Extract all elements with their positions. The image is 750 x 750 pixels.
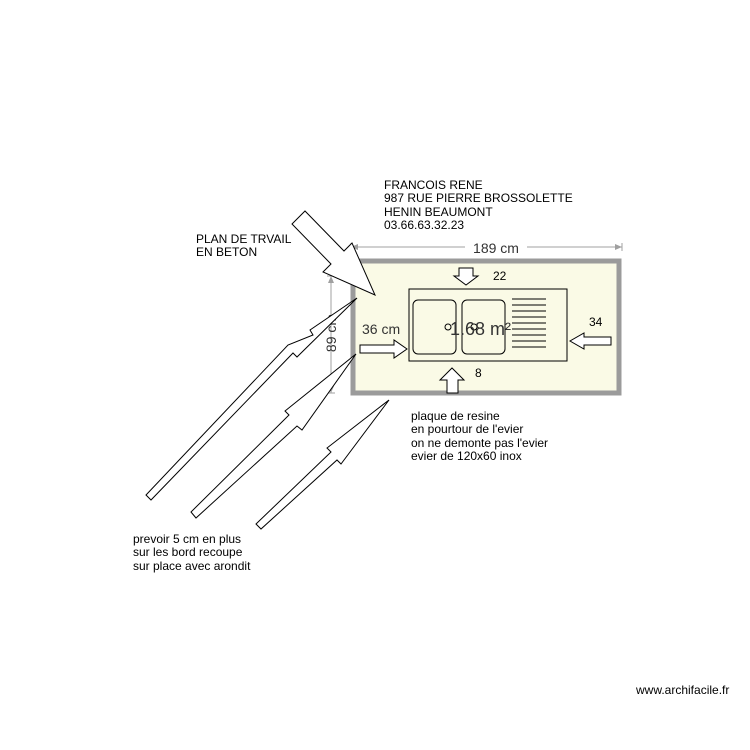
sink-unit — [408, 288, 568, 362]
resin-note-line: plaque de resine — [411, 409, 500, 423]
cut-note: prevoir 5 cm en plus sur les bord recoup… — [133, 532, 251, 573]
resin-note-line: en pourtour de l'evier — [411, 422, 524, 437]
worktop-label: PLAN DE TRVAIL EN BETON — [196, 232, 292, 260]
worktop-label-line: EN BETON — [196, 245, 258, 260]
right-offset-label: 34 — [589, 315, 603, 329]
arrow-right-offset — [568, 332, 612, 350]
left-offset-label: 36 cm — [362, 321, 400, 337]
worktop-label-line: PLAN DE TRVAIL — [196, 232, 292, 246]
cut-note-line: sur les bord recoupe — [133, 545, 243, 560]
arrow-left-offset — [359, 339, 408, 359]
area-label: 1.68 m² — [450, 319, 511, 339]
arrow-leader-3 — [255, 399, 390, 530]
arrow-worktop-label — [291, 210, 376, 296]
client-name: FRANCOIS RENE — [384, 178, 483, 192]
drain-left — [444, 323, 452, 331]
cut-note-line: sur place avec arondit — [133, 558, 251, 573]
arrow-leader-2 — [190, 353, 357, 519]
sink-bowl-right — [461, 299, 506, 355]
resin-note-line: on ne demonte pas l'evier — [411, 435, 549, 450]
arrow-top-offset — [452, 267, 480, 286]
client-address: 987 RUE PIERRE BROSSOLETTE — [384, 191, 573, 206]
drainer-grooves — [512, 298, 546, 348]
drain-right — [470, 323, 478, 331]
sink-bowl-left — [412, 299, 457, 355]
bottom-offset-label: 8 — [475, 366, 482, 380]
client-info: FRANCOIS RENE 987 RUE PIERRE BROSSOLETTE… — [384, 178, 573, 233]
top-offset-label: 22 — [493, 269, 507, 283]
resin-note-line: evier de 120x60 inox — [411, 449, 522, 464]
watermark: www.archifacile.fr — [636, 683, 730, 697]
arrow-leader-1 — [145, 297, 358, 501]
client-phone: 03.66.63.32.23 — [384, 218, 465, 233]
arrow-bottom-offset — [438, 367, 466, 394]
resin-note: plaque de resine en pourtour de l'evier … — [411, 409, 549, 464]
width-dimension-label: 189 cm — [473, 240, 519, 256]
client-city: HENIN BEAUMONT — [384, 204, 493, 219]
worktop-slab — [350, 258, 622, 396]
cut-note-line: prevoir 5 cm en plus — [133, 532, 242, 546]
